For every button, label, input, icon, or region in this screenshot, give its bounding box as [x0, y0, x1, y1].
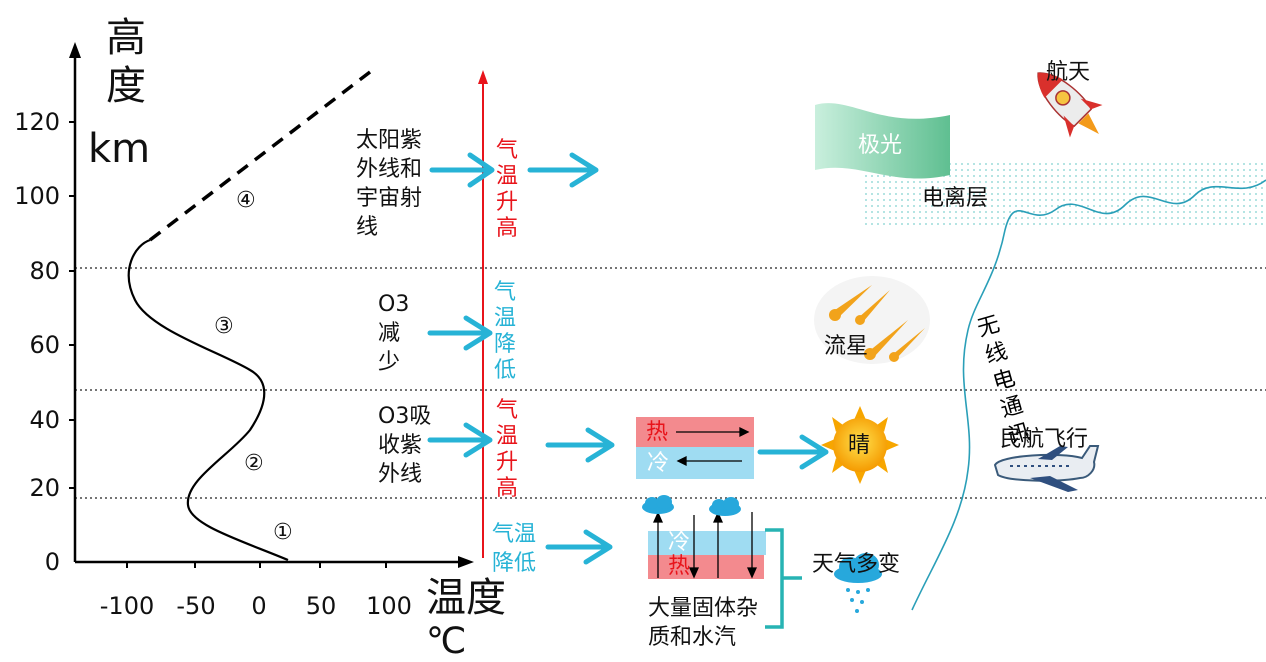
- aurora-icon: [815, 103, 950, 179]
- strat-cold-label: 冷: [647, 451, 670, 476]
- x-tick-label: 0: [251, 592, 267, 620]
- x-tick-label: -50: [176, 592, 216, 620]
- layer-marker-1: ①: [273, 520, 293, 545]
- y-tick-label: 20: [29, 474, 60, 502]
- radio-wave-line: [911, 179, 1266, 611]
- y-tick-label: 120: [14, 108, 60, 136]
- aurora-label: 极光: [858, 133, 903, 158]
- meteor-label: 流星: [824, 334, 869, 359]
- tropo-caption: 大量固体杂 质和水汽: [648, 596, 759, 650]
- airplane-icon: [993, 445, 1100, 492]
- process-arrows: [427, 152, 829, 565]
- small-cloud-icon: [642, 495, 741, 516]
- meteor-icon: [814, 276, 930, 364]
- rain-cloud-icon: [834, 553, 882, 613]
- layer-marker-4: ④: [236, 188, 256, 213]
- x-ticks: [126, 562, 387, 568]
- y-tick-label: 100: [14, 182, 60, 210]
- temp-tropo-label: 气温 降低: [492, 522, 537, 576]
- aviation-label: 民航飞行: [1000, 427, 1089, 452]
- tropo-convection-arrows: [652, 511, 758, 579]
- temp-upper-label: 气温升高: [495, 138, 518, 241]
- tropo-hot-band: [648, 555, 764, 579]
- temp-meso-label: 气温降低: [493, 280, 516, 383]
- x-tick-label: 50: [305, 592, 337, 620]
- tropo-cold-band: [648, 531, 766, 555]
- x-tick-label: 100: [366, 592, 412, 620]
- y-axis-title: 高度: [106, 15, 146, 109]
- strat-flow-arrows: [676, 426, 750, 467]
- spaceflight-label: 航天: [1046, 60, 1091, 85]
- ionosphere-label: 电离层: [922, 186, 989, 211]
- rocket-icon: [1037, 72, 1103, 138]
- x-axis-title: 温度: [426, 575, 506, 621]
- y-tick-label: 60: [29, 331, 60, 359]
- sun-icon: [821, 406, 899, 484]
- strat-cold-band: [636, 447, 754, 479]
- tropo-cold-label: 冷: [668, 530, 691, 555]
- cause-meso-label: O3 减 少: [378, 292, 410, 375]
- x-axis-arrowhead: [458, 556, 474, 568]
- y-tick-label: 0: [44, 548, 60, 576]
- x-tick-label: -100: [99, 592, 155, 620]
- altitude-reference-arrowhead: [478, 70, 488, 84]
- temperature-profile-curve: [127, 238, 289, 562]
- tropo-hot-label: 热: [668, 554, 691, 579]
- layer-marker-2: ②: [244, 451, 264, 476]
- temperature-profile-dashed: [148, 70, 372, 242]
- temp-strat-label: 气温升高: [495, 398, 518, 501]
- y-tick-label: 40: [29, 406, 60, 434]
- y-tick-label: 80: [29, 257, 60, 285]
- cause-strat-label: O3吸 收紫 外线: [378, 404, 432, 487]
- y-axis-unit: km: [88, 126, 151, 172]
- x-axis-unit: ℃: [426, 621, 467, 662]
- sun-label: 晴: [848, 433, 871, 458]
- y-ticks: [69, 121, 75, 489]
- tropo-bracket: [765, 528, 802, 629]
- cause-upper-label: 太阳紫 外线和 宇宙射 线: [356, 128, 423, 240]
- y-axis-arrowhead: [69, 42, 81, 58]
- layer-marker-3: ③: [214, 314, 234, 339]
- weather-change-label: 天气多变: [812, 552, 901, 577]
- strat-hot-label: 热: [646, 420, 669, 445]
